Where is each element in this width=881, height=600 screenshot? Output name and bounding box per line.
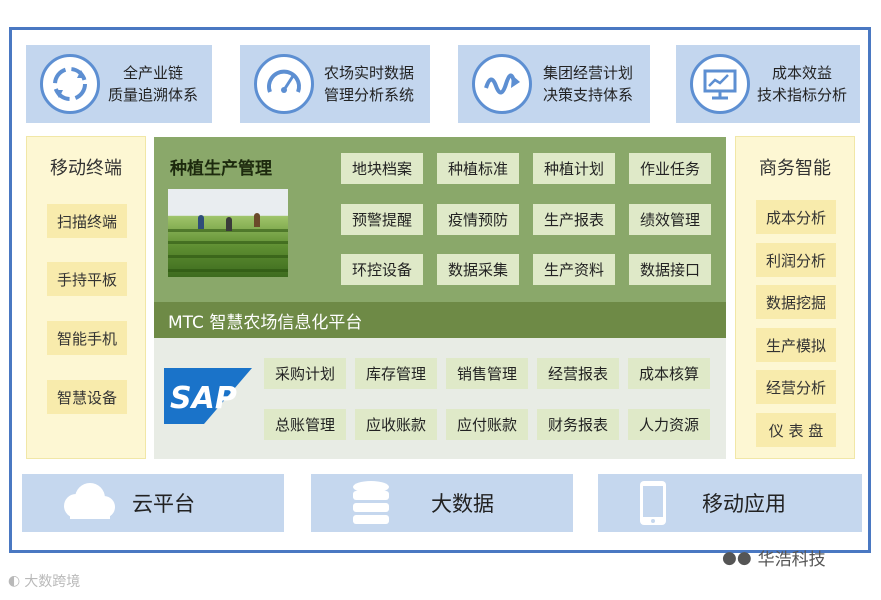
sap-item: 人力资源 <box>628 409 710 440</box>
sap-item: 成本核算 <box>628 358 710 389</box>
bottom-tile-label: 移动应用 <box>702 492 786 516</box>
recycle-arrows-icon <box>40 54 100 114</box>
watermark-logo-icon: ◐ <box>8 573 21 589</box>
bottom-tile-cloud: 云平台 <box>22 474 284 532</box>
sap-module: SAP 采购计划 库存管理 销售管理 经营报表 成本核算 总账管理 应收账款 应… <box>154 338 726 459</box>
panel-title: 移动终端 <box>50 158 122 179</box>
planting-item: 预警提醒 <box>341 204 423 235</box>
top-tile-label: 全产业链 质量追溯体系 <box>100 62 212 106</box>
monitor-chart-icon <box>690 54 750 114</box>
bi-item: 利润分析 <box>756 243 836 277</box>
top-tile-line2: 决策支持体系 <box>542 86 633 104</box>
field-photo <box>168 189 288 277</box>
bi-item: 数据挖掘 <box>756 285 836 319</box>
sap-item: 应收账款 <box>355 409 437 440</box>
sap-item: 采购计划 <box>264 358 346 389</box>
platform-label: MTC 智慧农场信息化平台 <box>168 312 363 333</box>
top-tile-line2: 技术指标分析 <box>756 86 847 104</box>
top-tile-label: 成本效益 技术指标分析 <box>750 62 860 106</box>
bottom-tile-label: 大数据 <box>431 492 494 516</box>
top-tile-cost-benefit: 成本效益 技术指标分析 <box>676 45 860 123</box>
watermark-right: ●● 华浩科技 <box>722 545 826 571</box>
smartphone-icon <box>640 481 666 525</box>
top-tile-traceability: 全产业链 质量追溯体系 <box>26 45 212 123</box>
planting-item: 生产报表 <box>533 204 615 235</box>
top-tile-line1: 全产业链 <box>122 64 183 82</box>
planting-item: 数据接口 <box>629 254 711 285</box>
planting-item: 数据采集 <box>437 254 519 285</box>
sap-item: 应付账款 <box>446 409 528 440</box>
sap-logo: SAP <box>164 368 252 424</box>
mobile-terminal-panel: 移动终端 扫描终端 手持平板 智能手机 智慧设备 <box>26 136 146 459</box>
platform-bar: MTC 智慧农场信息化平台 <box>154 302 726 338</box>
database-icon <box>353 481 389 524</box>
wave-arrow-icon <box>472 54 532 114</box>
bi-item: 成本分析 <box>756 200 836 234</box>
top-tile-line2: 质量追溯体系 <box>107 86 198 104</box>
sap-item: 销售管理 <box>446 358 528 389</box>
terminal-item: 智能手机 <box>47 321 127 355</box>
top-tile-planning: 集团经营计划 决策支持体系 <box>458 45 650 123</box>
sap-logo-text: SAP <box>170 381 237 416</box>
business-intelligence-panel: 商务智能 成本分析 利润分析 数据挖掘 生产模拟 经营分析 仪 表 盘 <box>735 136 855 459</box>
bottom-tile-label: 云平台 <box>132 492 195 516</box>
watermark-left-text: 大数跨境 <box>24 574 81 590</box>
planting-item: 地块档案 <box>341 153 423 184</box>
bi-item: 生产模拟 <box>756 328 836 362</box>
cloud-icon <box>64 483 115 519</box>
terminal-item: 智慧设备 <box>47 380 127 414</box>
top-tile-farm-data: 农场实时数据 管理分析系统 <box>240 45 430 123</box>
top-tile-line1: 成本效益 <box>771 64 832 82</box>
sap-item: 财务报表 <box>537 409 619 440</box>
top-tile-label: 集团经营计划 决策支持体系 <box>532 62 650 106</box>
bi-item: 经营分析 <box>756 370 836 404</box>
planting-item: 种植标准 <box>437 153 519 184</box>
planting-item: 种植计划 <box>533 153 615 184</box>
planting-item: 作业任务 <box>629 153 711 184</box>
sap-item: 总账管理 <box>264 409 346 440</box>
panel-title: 商务智能 <box>759 158 831 179</box>
watermark-left: ◐ 大数跨境 <box>8 571 80 591</box>
top-tile-label: 农场实时数据 管理分析系统 <box>314 62 430 106</box>
terminal-item: 扫描终端 <box>47 204 127 238</box>
wechat-icon: ●● <box>722 547 752 568</box>
top-tile-line1: 农场实时数据 <box>323 64 414 82</box>
planting-item: 环控设备 <box>341 254 423 285</box>
top-tile-line2: 管理分析系统 <box>323 86 414 104</box>
planting-title: 种植生产管理 <box>170 159 272 179</box>
planting-module: 种植生产管理 地块档案 种植标准 种植计划 作业任务 预警提醒 疫情预防 生产报… <box>154 137 726 302</box>
bottom-tile-bigdata: 大数据 <box>311 474 573 532</box>
bi-item: 仪 表 盘 <box>756 413 836 447</box>
planting-item: 疫情预防 <box>437 204 519 235</box>
top-tile-line1: 集团经营计划 <box>542 64 633 82</box>
planting-item: 生产资料 <box>533 254 615 285</box>
sap-item: 经营报表 <box>537 358 619 389</box>
watermark-right-text: 华浩科技 <box>757 550 826 570</box>
sap-item: 库存管理 <box>355 358 437 389</box>
terminal-item: 手持平板 <box>47 262 127 296</box>
planting-item: 绩效管理 <box>629 204 711 235</box>
bottom-tile-mobile-app: 移动应用 <box>598 474 862 532</box>
speedometer-icon <box>254 54 314 114</box>
